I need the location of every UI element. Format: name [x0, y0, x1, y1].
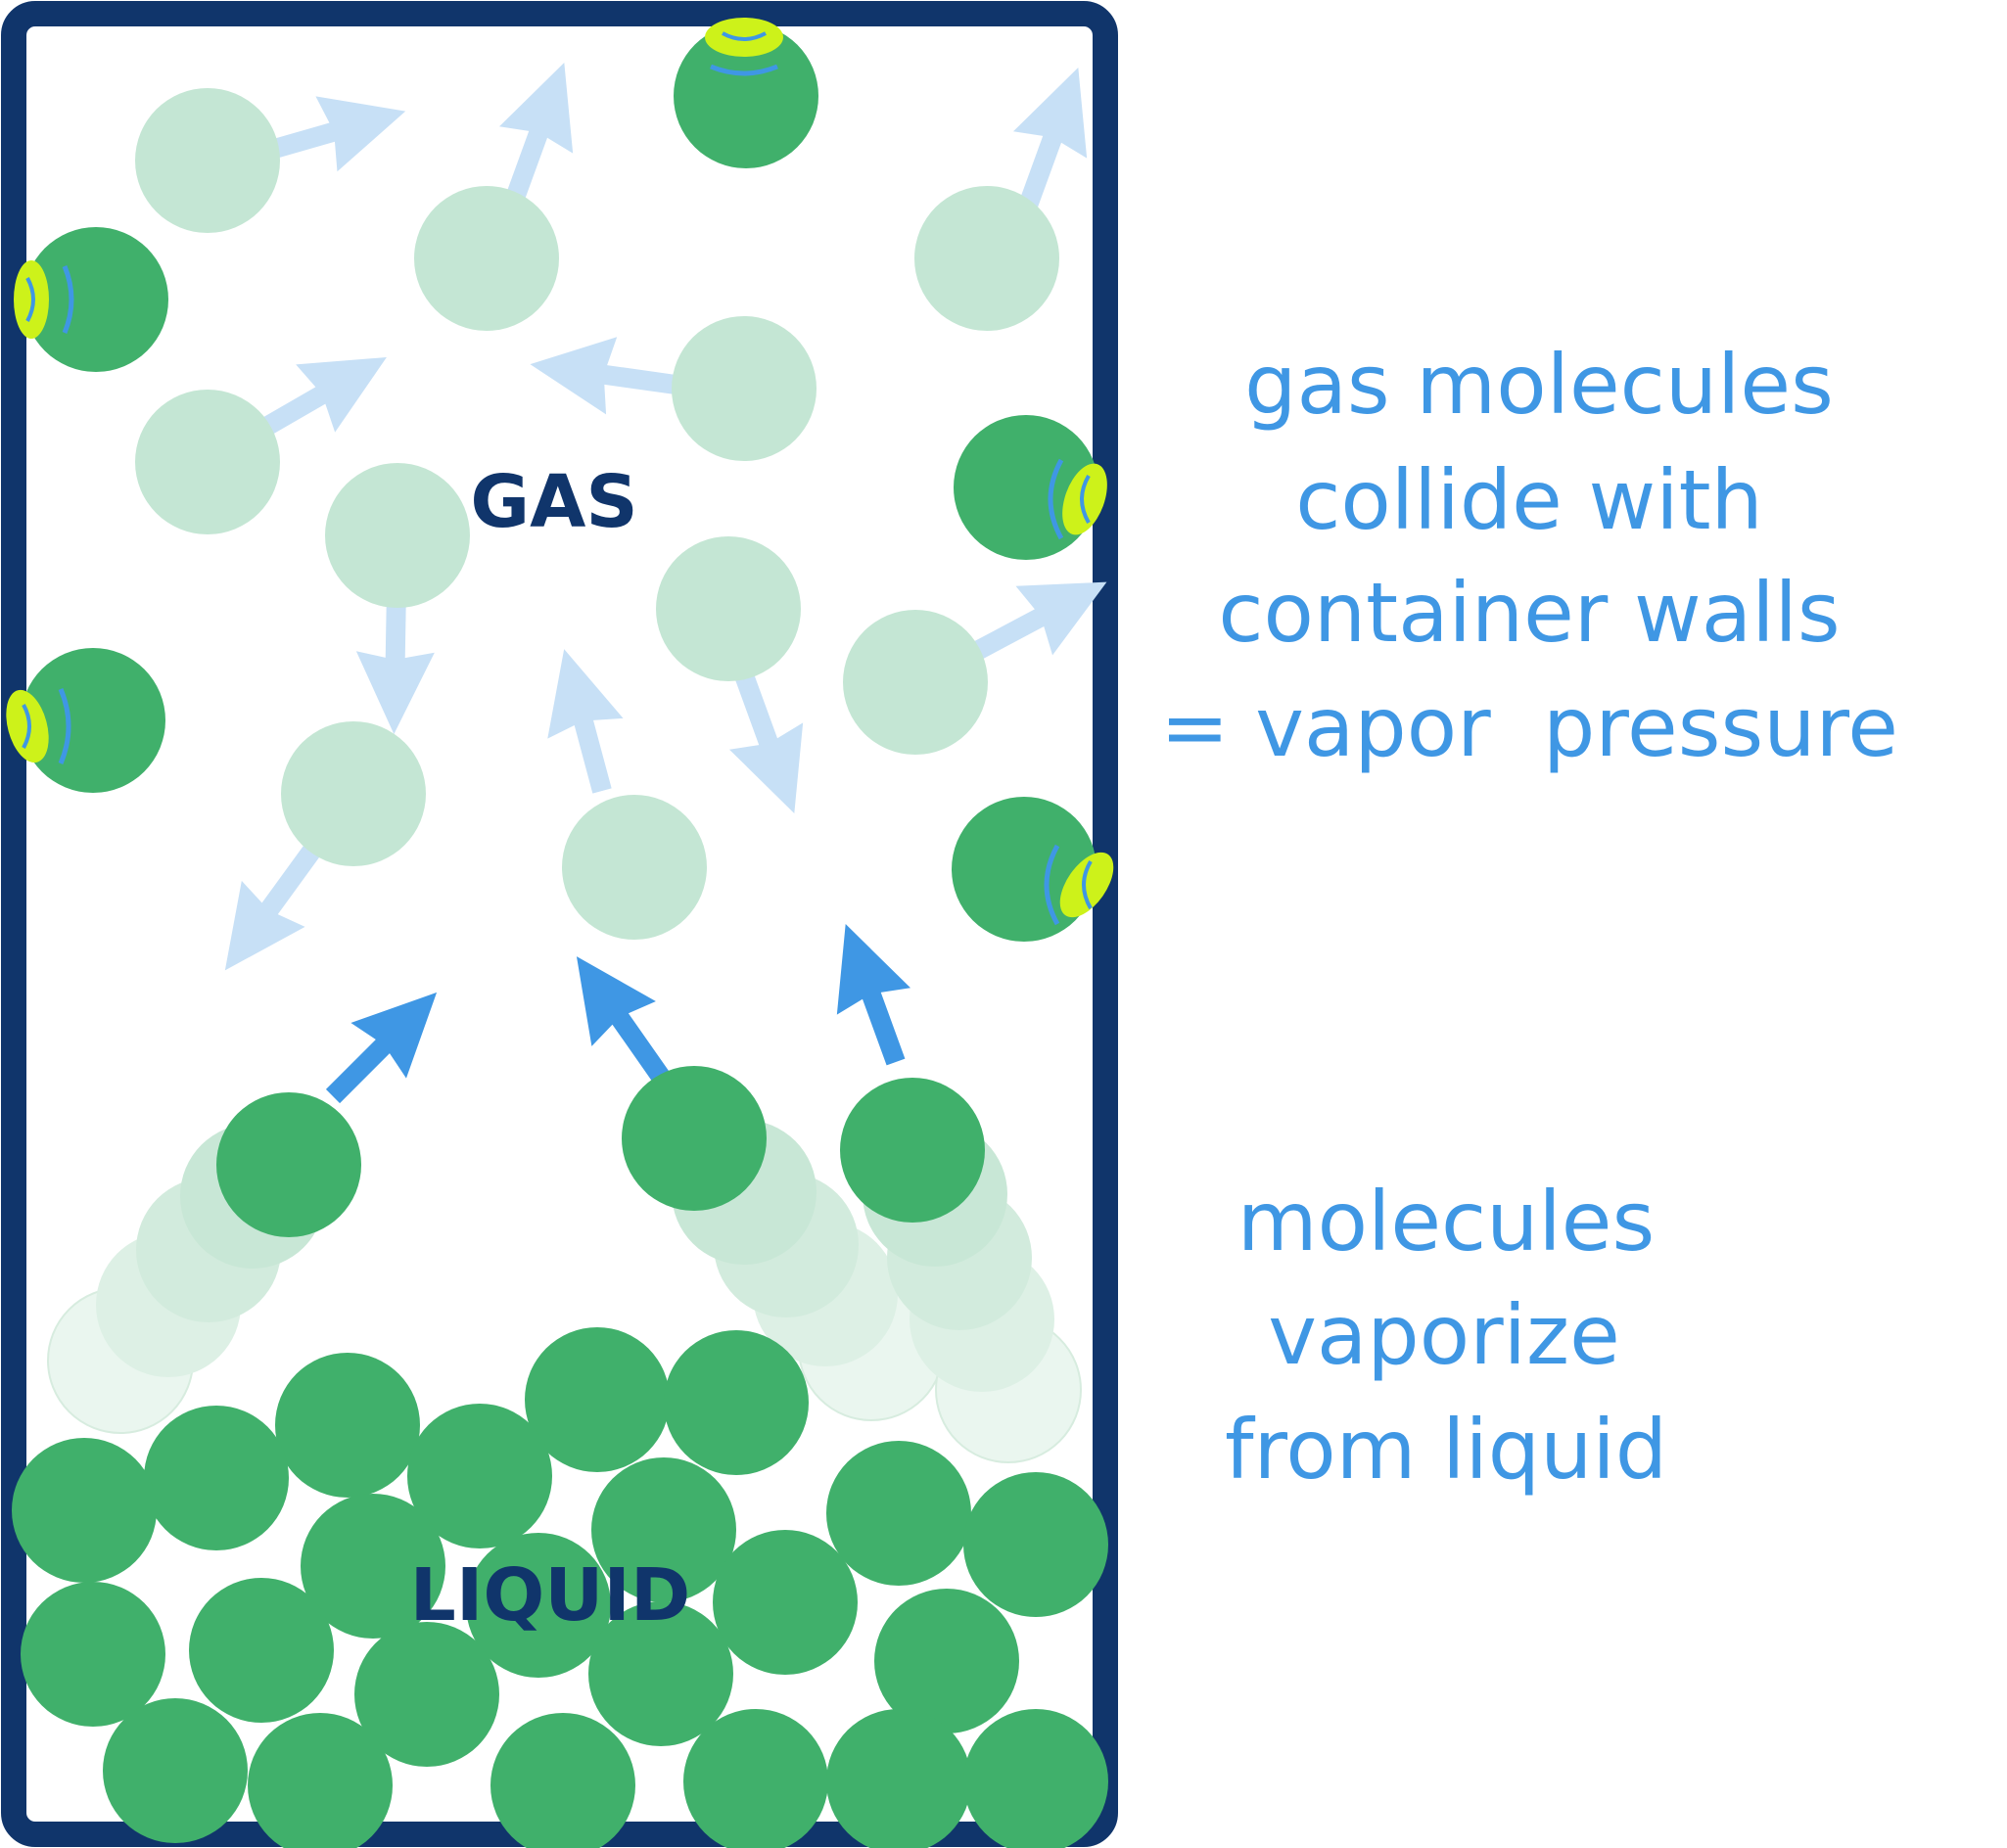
- liquid-region-label: LIQUID: [410, 1553, 691, 1638]
- vaporization-annotation: molecules vaporize from liquid: [1225, 1174, 1667, 1498]
- wall-collision-icon: [1048, 458, 1107, 540]
- wall-collisions: [6, 18, 1114, 942]
- molecule-icon: [826, 1709, 971, 1848]
- wall-collision-icon: [14, 260, 74, 339]
- molecule-icon: [275, 1353, 420, 1498]
- molecule-icon: [840, 1078, 985, 1223]
- molecule-icon: [664, 1330, 809, 1475]
- molecule-icon: [21, 1582, 165, 1727]
- annotation-line: gas molecules: [1244, 337, 1834, 433]
- molecule-icon: [622, 1066, 767, 1211]
- molecule-icon: [490, 1713, 635, 1848]
- molecule-icon: [826, 1441, 971, 1586]
- molecule-icon: [672, 316, 817, 461]
- liquid-molecules: [12, 1327, 1108, 1848]
- molecule-icon: [466, 1533, 611, 1678]
- annotation-line: molecules: [1237, 1174, 1655, 1270]
- molecule-icon: [963, 1709, 1108, 1848]
- molecule-icon: [103, 1698, 248, 1843]
- molecule-icon: [12, 1438, 157, 1583]
- molecule-icon: [914, 186, 1059, 331]
- molecule-icon: [674, 23, 818, 168]
- annotation-line: vaporize: [1268, 1287, 1620, 1383]
- molecule-icon: [954, 415, 1098, 560]
- molecule-icon: [189, 1578, 334, 1723]
- annotation-line: from liquid: [1225, 1402, 1667, 1498]
- wall-collision-icon: [6, 688, 71, 764]
- molecule-icon: [144, 1406, 289, 1550]
- molecule-icon: [325, 463, 470, 608]
- molecule-icon: [135, 88, 280, 233]
- molecule-icon: [562, 795, 707, 940]
- molecule-icon: [281, 721, 426, 866]
- annotation-line: container walls: [1218, 565, 1840, 661]
- molecule-icon: [407, 1404, 552, 1548]
- molecule-icon: [963, 1472, 1108, 1617]
- molecule-icon: [135, 390, 280, 534]
- molecule-icon: [23, 227, 168, 372]
- vapor-pressure-annotation: gas molecules collide with container wal…: [1160, 337, 1898, 775]
- molecule-icon: [414, 186, 559, 331]
- molecule-icon: [354, 1622, 499, 1767]
- molecule-icon: [248, 1713, 393, 1848]
- molecule-icon: [525, 1327, 670, 1472]
- molecule-icon: [683, 1709, 828, 1848]
- molecule-icon: [21, 648, 165, 793]
- annotation-line: = vapor pressure: [1160, 679, 1898, 775]
- molecule-icon: [713, 1530, 858, 1675]
- molecule-icon: [874, 1589, 1019, 1733]
- molecule-icon: [301, 1494, 445, 1639]
- molecule-icon: [656, 536, 801, 681]
- gas-molecules: [135, 88, 1059, 940]
- gas-region-label: GAS: [470, 460, 637, 544]
- wall-collision-icon: [705, 18, 783, 76]
- escaping-molecules: [216, 1066, 985, 1237]
- wall-collision-icon: [1044, 844, 1114, 926]
- molecule-icon: [591, 1457, 736, 1602]
- molecule-icon: [216, 1092, 361, 1237]
- annotation-line: collide with: [1295, 452, 1763, 548]
- molecule-icon: [588, 1601, 733, 1746]
- molecule-icon: [843, 610, 988, 755]
